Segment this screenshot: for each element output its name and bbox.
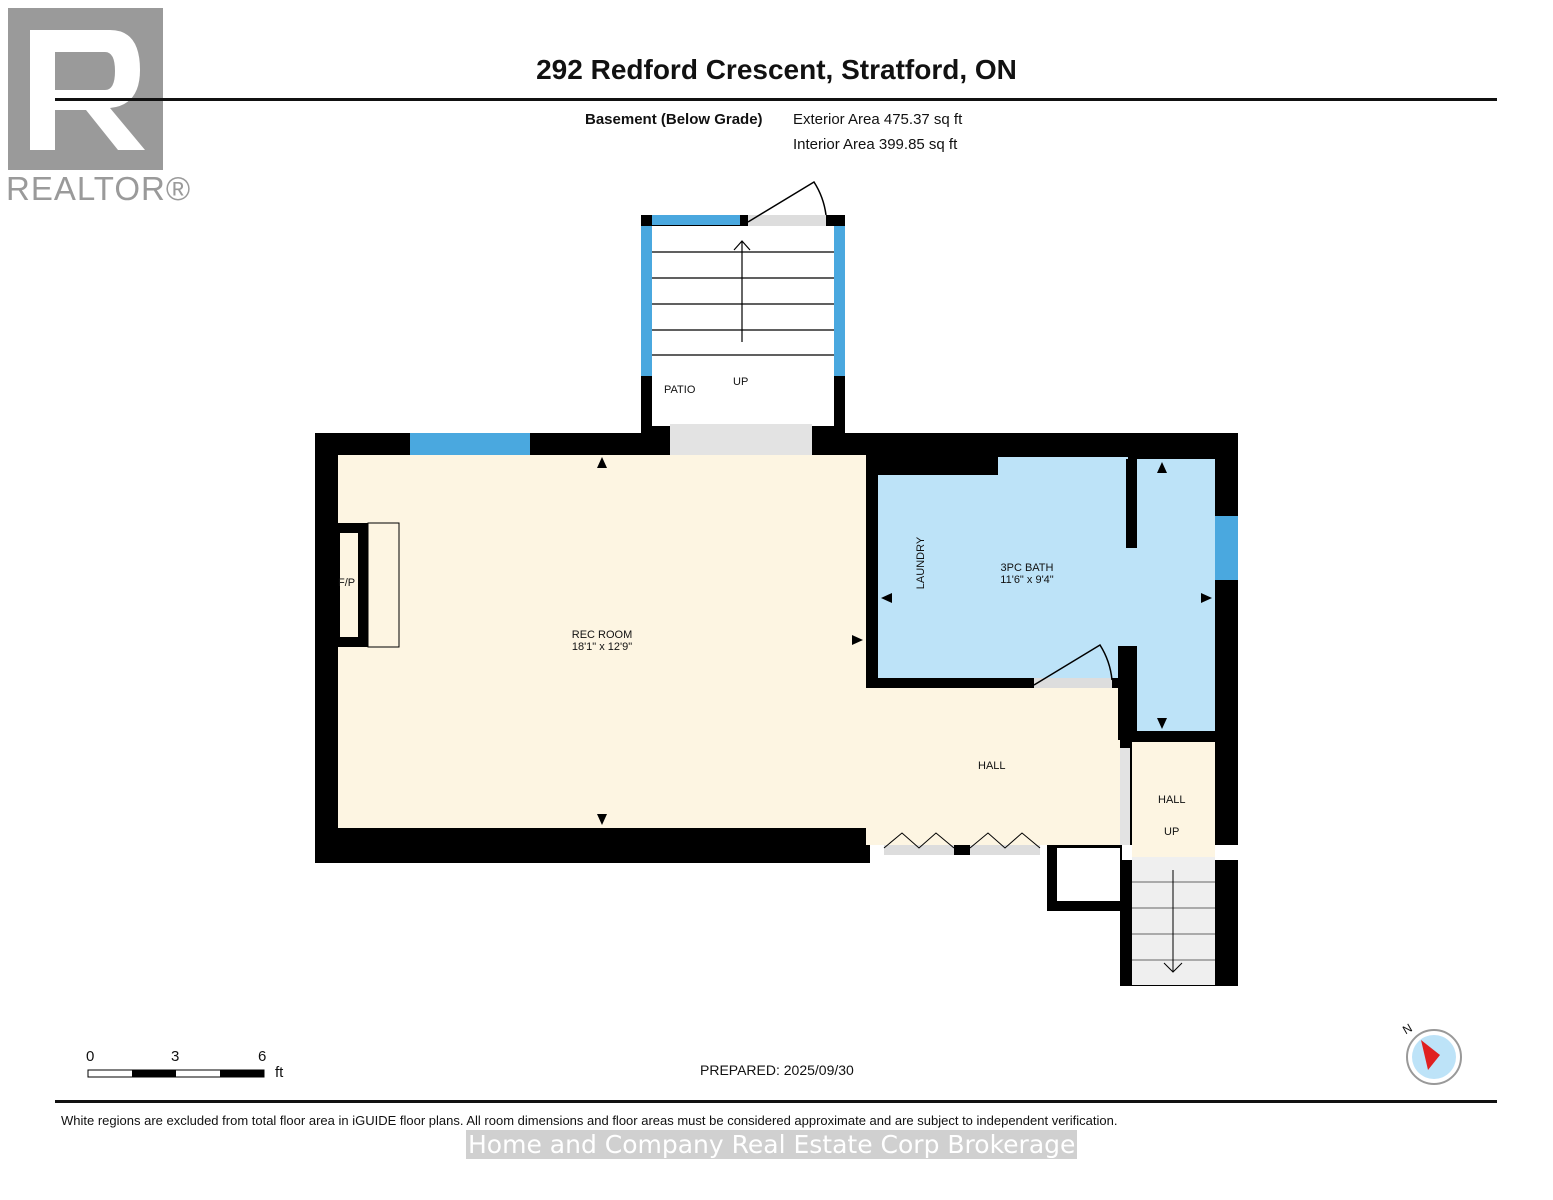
room-label-bath: 3PC BATH 11'6" x 9'4"	[977, 562, 1077, 586]
bath-door	[1034, 678, 1112, 688]
rec-room-name: REC ROOM	[571, 629, 633, 641]
interior-area: Interior Area 399.85 sq ft	[793, 136, 958, 153]
room-label-rec-room: REC ROOM 18'1" x 12'9"	[552, 629, 652, 653]
brokerage-watermark: Home and Company Real Estate Corp Broker…	[466, 1130, 1078, 1159]
compass-icon	[1406, 1029, 1462, 1085]
window	[410, 433, 530, 455]
fireplace-label: F/P	[338, 577, 356, 589]
scale-tick-0: 0	[86, 1048, 95, 1065]
exterior-area: Exterior Area 475.37 sq ft	[793, 111, 963, 128]
scale-unit: ft	[275, 1064, 284, 1081]
header-divider	[55, 98, 1497, 101]
stairs-patio	[652, 240, 834, 356]
realtor-r-icon	[8, 8, 163, 170]
scale-bar	[87, 1069, 265, 1078]
hall-up-label: UP	[1164, 826, 1180, 838]
realtor-wordmark: REALTOR®	[6, 170, 192, 207]
room-label-hall-2: HALL	[1158, 794, 1186, 806]
window	[834, 226, 845, 376]
patio-door	[670, 424, 812, 455]
door	[748, 215, 826, 226]
window	[652, 215, 740, 225]
prepared-date: PREPARED: 2025/09/30	[700, 1062, 854, 1078]
scale-tick-3: 3	[171, 1048, 180, 1065]
window	[641, 226, 652, 376]
room-label-hall: HALL	[978, 760, 1006, 772]
patio-up-label: UP	[733, 376, 749, 388]
rec-room-dimensions: 18'1" x 12'9"	[571, 641, 633, 653]
scale-tick-6: 6	[258, 1048, 267, 1065]
room-label-patio: PATIO	[664, 384, 696, 396]
room-label-laundry: LAUNDRY	[915, 536, 928, 590]
disclaimer: White regions are excluded from total fl…	[61, 1113, 1118, 1128]
stairs-down	[1132, 870, 1215, 973]
bath-dimensions: 11'6" x 9'4"	[1000, 574, 1054, 586]
floor-level: Basement (Below Grade)	[585, 111, 763, 128]
page-title: 292 Redford Crescent, Stratford, ON	[536, 54, 1017, 85]
window	[1215, 516, 1238, 580]
bath-name: 3PC BATH	[1000, 562, 1054, 574]
